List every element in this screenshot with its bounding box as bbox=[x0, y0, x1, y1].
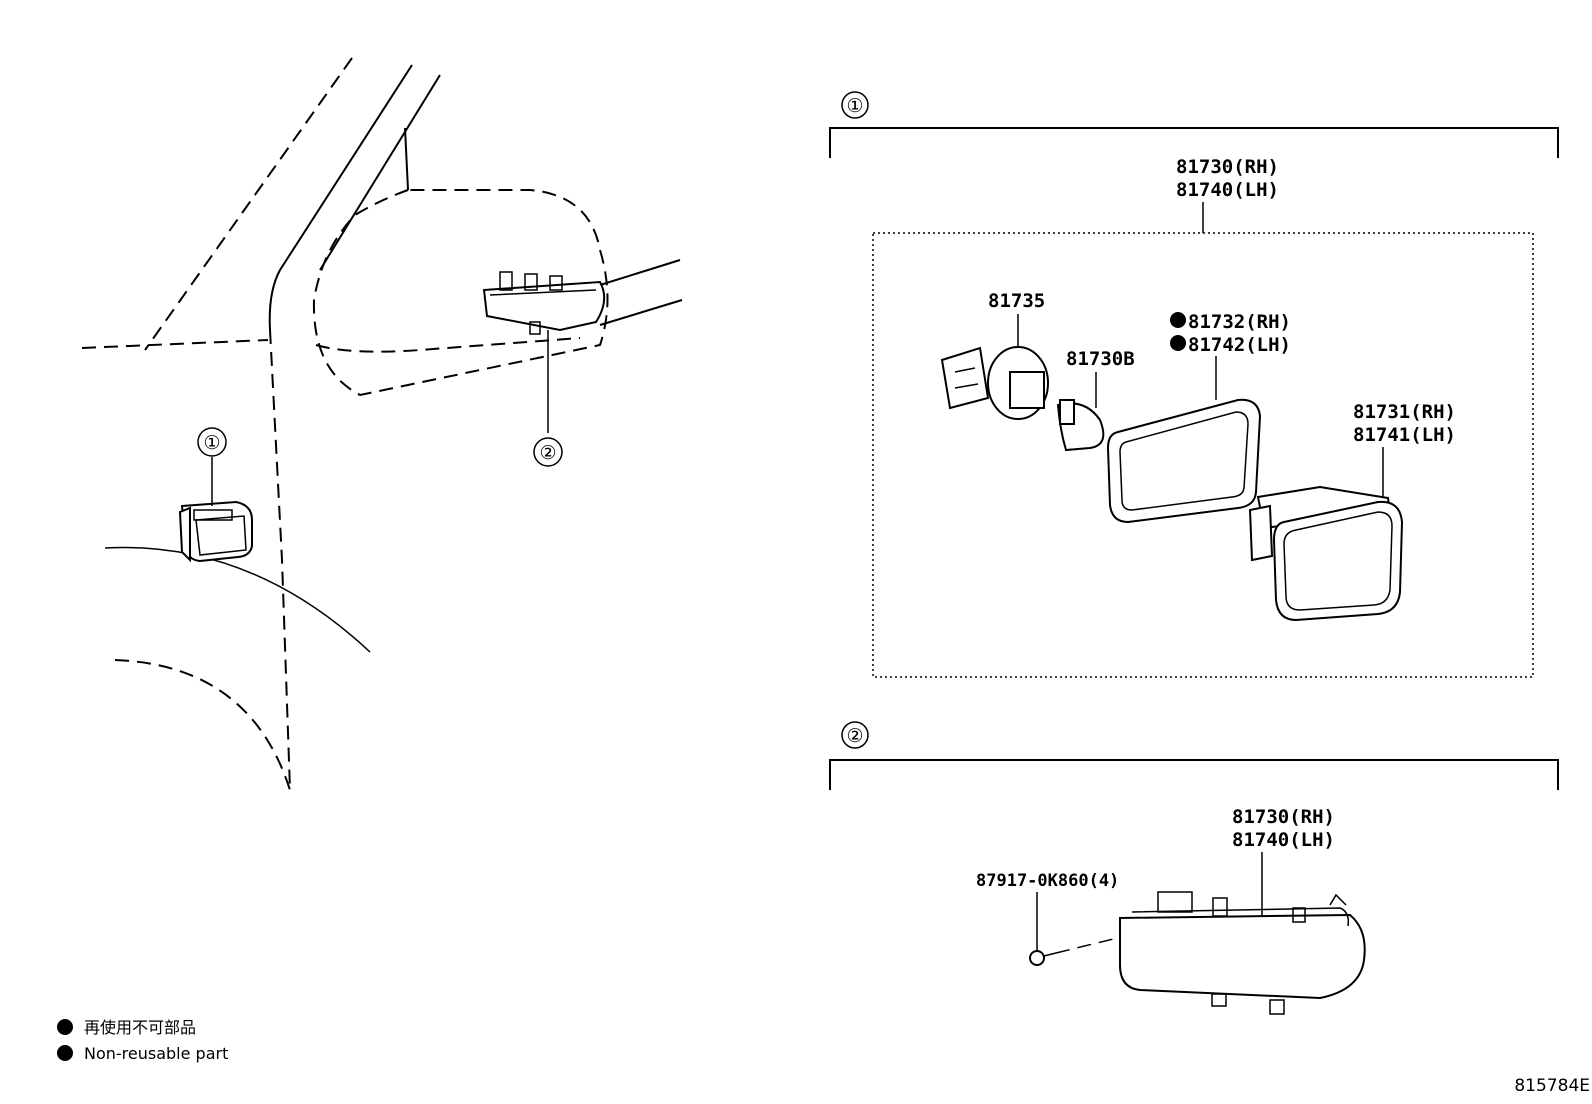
diagram-id: 815784E bbox=[1514, 1076, 1590, 1096]
mirror-turn-signal-assembly bbox=[1119, 891, 1366, 1015]
section-1-index-circle bbox=[841, 91, 869, 119]
section-2-bracket bbox=[829, 759, 1559, 790]
legend-jp: 再使用不可部品 bbox=[84, 1018, 196, 1037]
vehicle-overview: ② ① bbox=[81, 57, 683, 791]
bulb-part bbox=[1056, 399, 1105, 452]
legend-en: Non-reusable part bbox=[84, 1044, 228, 1063]
assembly-box bbox=[872, 232, 1534, 678]
label-81730rh-2: 81730(RH) bbox=[1232, 806, 1335, 828]
label-81732rh: 81732(RH) bbox=[1188, 311, 1291, 333]
mirror-turn-signal-part bbox=[482, 271, 606, 335]
label-81735: 81735 bbox=[988, 290, 1045, 312]
label-81742lh: 81742(LH) bbox=[1188, 334, 1291, 356]
section-2-index-circle bbox=[841, 721, 869, 749]
nonreusable-marker bbox=[1170, 312, 1186, 328]
label-81730rh: 81730(RH) bbox=[1176, 156, 1279, 178]
section-2-index: ② bbox=[846, 725, 863, 747]
section-2: ② 81730(RH) 81740(LH) 87917-0K860(4) bbox=[829, 721, 1559, 1015]
section-1-bracket bbox=[829, 127, 1559, 158]
section-1: ① 81730(RH) 81740(LH) 81735 81730B 81732… bbox=[829, 91, 1559, 678]
label-81740lh: 81740(LH) bbox=[1176, 179, 1279, 201]
screw-part bbox=[1029, 950, 1057, 966]
label-81730b: 81730B bbox=[1066, 348, 1135, 370]
callout-circle-1 bbox=[197, 427, 227, 457]
label-81740lh-2: 81740(LH) bbox=[1232, 829, 1335, 851]
legend-bullet-en bbox=[57, 1045, 73, 1061]
callout-2-label: ② bbox=[539, 442, 556, 464]
socket-part bbox=[940, 346, 1049, 420]
label-87917-0k860: 87917-0K860(4) bbox=[976, 871, 1119, 891]
label-81741lh: 81741(LH) bbox=[1353, 424, 1456, 446]
callout-1-label: ① bbox=[203, 432, 220, 454]
legend: 再使用不可部品 Non-reusable part bbox=[57, 1018, 228, 1063]
gasket-part bbox=[1106, 398, 1262, 524]
section-1-index: ① bbox=[846, 95, 863, 117]
side-marker-part bbox=[178, 500, 253, 563]
legend-bullet-jp bbox=[57, 1019, 73, 1035]
nonreusable-marker bbox=[1170, 335, 1186, 351]
callout-circle-2 bbox=[533, 437, 563, 467]
label-81731rh: 81731(RH) bbox=[1353, 401, 1456, 423]
lens-part bbox=[1248, 485, 1404, 622]
